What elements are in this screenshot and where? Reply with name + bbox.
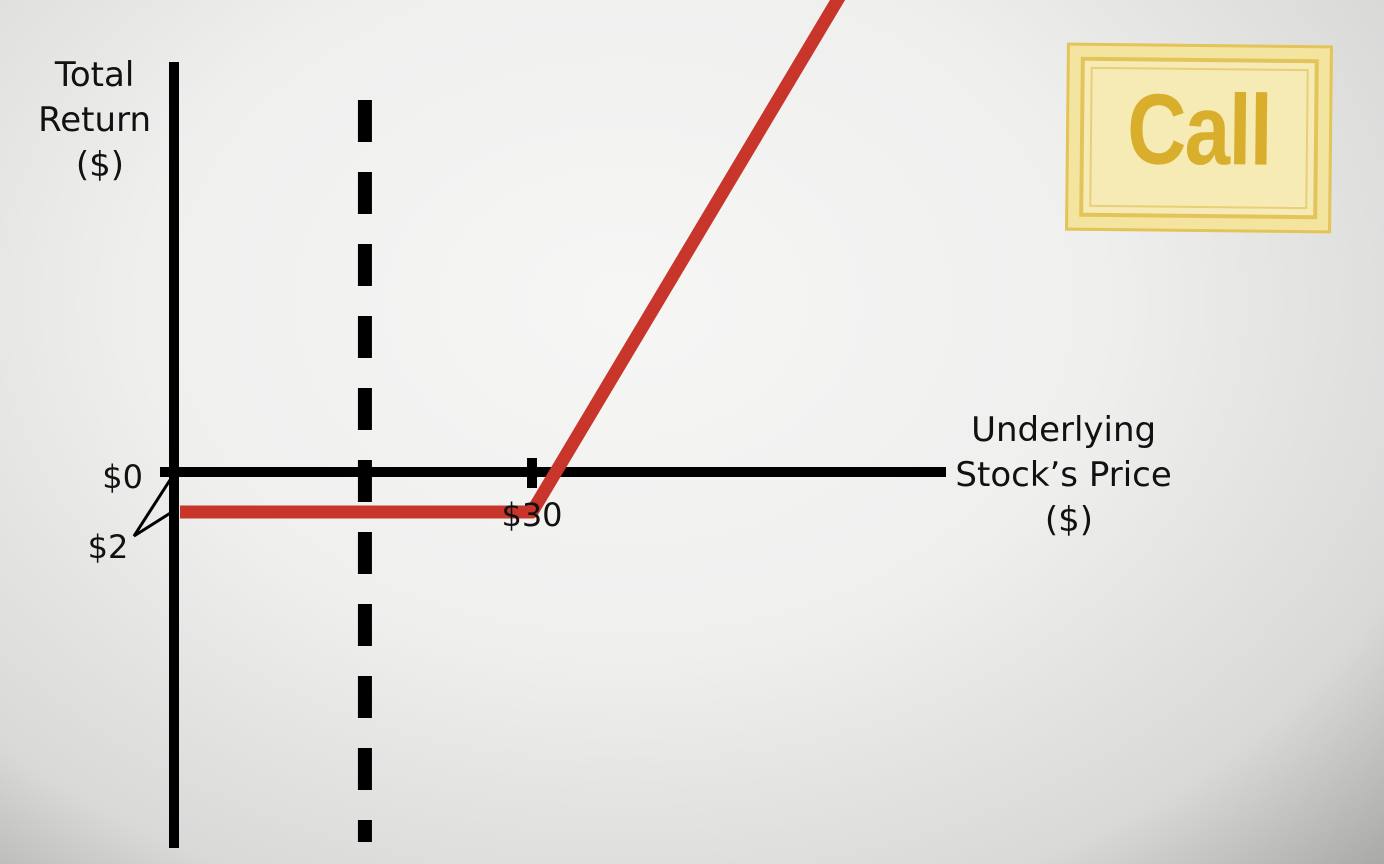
badge-label: Call [1126,73,1272,187]
x-axis-label-line-1: Underlying [971,410,1156,450]
premium-bracket [132,479,173,538]
call-badge: Call [1065,42,1333,234]
x-axis-label: Underlying Stock’s Price ($) [955,410,1182,540]
y-tick-label-zero: $0 [102,458,143,496]
y-axis-label-line-3: ($) [76,145,124,185]
y-tick-label-premium: $2 [88,528,129,566]
y-axis-label: Total Return ($) [38,55,162,185]
x-axis-label-line-3: ($) [1045,500,1093,540]
x-axis-label-line-2: Stock’s Price [955,455,1171,495]
payoff-line [180,0,846,519]
y-axis-label-line-2: Return [38,100,151,140]
y-axis-label-line-1: Total [54,55,134,95]
x-tick-label-strike: $30 [501,496,562,534]
